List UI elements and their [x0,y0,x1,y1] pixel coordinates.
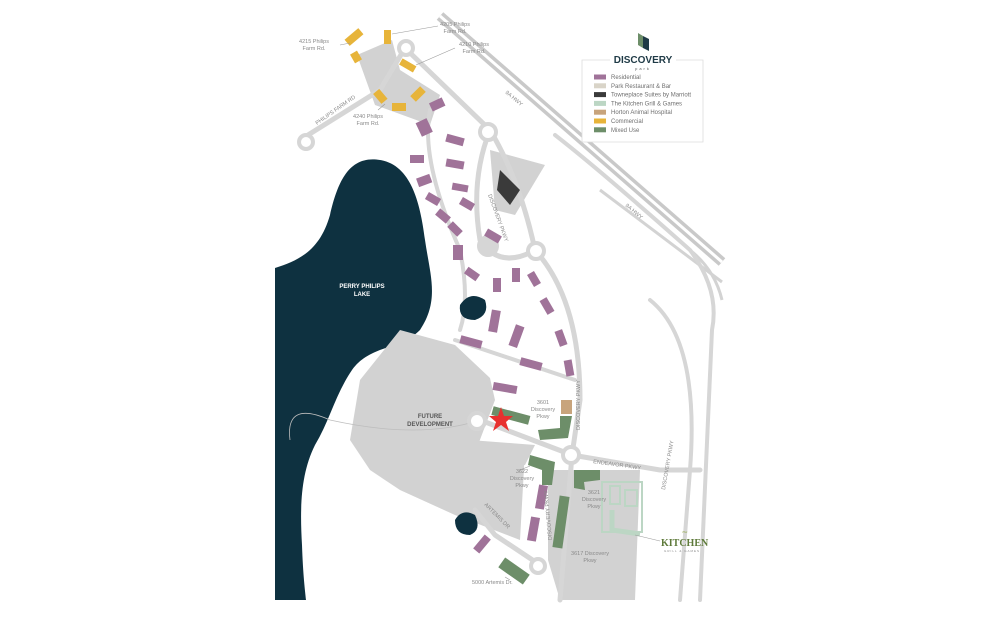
label-discovery-pkwy-east: DISCOVERY PKWY [661,440,676,491]
legend-swatch [594,92,606,98]
svg-text:park: park [635,66,651,71]
legend-swatch [594,127,606,133]
legend-label: The Kitchen Grill & Games [611,101,682,107]
legend-swatch [594,100,606,106]
pond [455,512,478,535]
legend-label: Mixed Use [611,128,640,134]
perry-philips-lake [275,159,432,600]
residential-buildings [410,97,575,554]
legend-label: Commercial [611,119,643,125]
svg-text:GRILL & GAMES: GRILL & GAMES [664,549,700,553]
legend-swatch [594,109,606,115]
discovery-park-logo: DISCOVERY park [614,33,673,71]
label-5000: 5000 Artemis Dr. [472,580,513,586]
development-areas [350,40,640,600]
svg-text:The: The [682,530,688,534]
kitchen-logo: The KITCHEN GRILL & GAMES [661,530,709,553]
legend-item: Mixed Use [594,127,640,134]
star-icon [489,407,513,431]
mixed-use-buildings [491,406,600,585]
kitchen-grill-games-building [601,481,643,537]
legend-label: Horton Animal Hospital [611,110,672,116]
legend-swatch [594,74,606,80]
leader-lines [339,25,661,581]
legend-item: Park Restaurant & Bar [594,83,671,90]
legend-item: Towneplace Suites by Marriott [594,92,691,99]
legend-item: Residential [594,74,641,81]
roundabouts [297,39,581,575]
towneplace-suites-building [497,170,520,205]
svg-text:DISCOVERY: DISCOVERY [614,55,673,66]
legend-swatch [594,83,606,89]
label-discovery-pkwy-south: DISCOVERY PKWY [544,490,554,541]
legend-item: Horton Animal Hospital [594,109,672,116]
legend-item: Commercial [594,118,643,125]
legend-label: Residential [611,75,641,81]
legend-swatch [594,118,606,124]
commercial-buildings [344,28,426,111]
horton-animal-hospital [561,400,572,414]
legend-item: The Kitchen Grill & Games [594,100,682,107]
pond [459,296,487,320]
label-discovery-pkwy: DISCOVERY PKWY [576,380,582,430]
legend-label: Towneplace Suites by Marriott [611,93,691,99]
legend-label: Park Restaurant & Bar [611,84,671,90]
svg-text:KITCHEN: KITCHEN [661,538,709,549]
